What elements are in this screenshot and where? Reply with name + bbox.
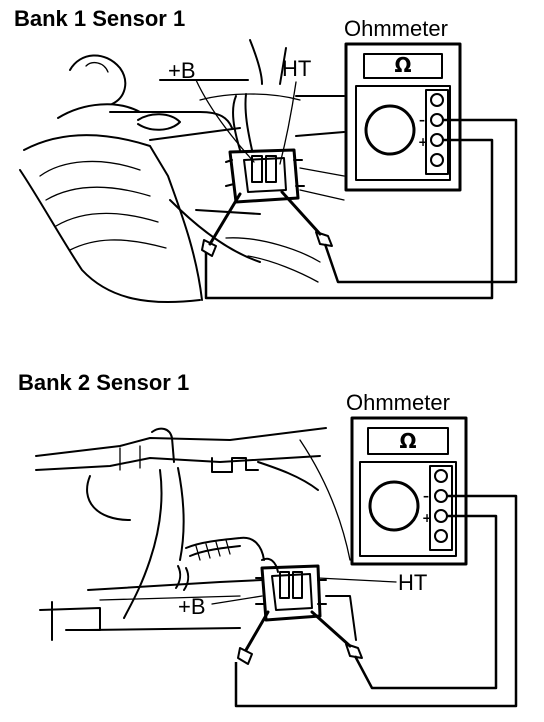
bank2-meter-body: [350, 416, 468, 566]
bank2-diagram: Bank 2 Sensor 1: [18, 370, 518, 708]
bank2-jack-minus: [434, 489, 448, 503]
bank2-jack-4: [434, 529, 448, 543]
bank2-b-plus-label: +B: [178, 594, 206, 619]
bank1-meter-dial: [364, 104, 416, 156]
bank1-jack-4: [430, 153, 444, 167]
bank1-meter-display-text: Ω: [394, 53, 411, 77]
bank2-probes: [237, 610, 363, 665]
bank2-jack-plus: [434, 509, 448, 523]
bank1-probes: [201, 190, 333, 257]
bank2-meter-display: [367, 427, 449, 455]
bank2-plus-sign: +: [422, 511, 432, 525]
bank1-leaders: [195, 79, 297, 165]
bank1-b-plus-label: +B: [168, 58, 196, 83]
bank1-ht-label: HT: [282, 56, 311, 81]
bank1-jack-minus: [430, 113, 444, 127]
bank1-diagram: Bank 1 Sensor 1: [14, 6, 518, 304]
bank1-minus-sign: –: [419, 113, 425, 127]
bank2-ohmmeter: Ohmmeter Ω – +: [346, 390, 468, 566]
bank2-minus-sign: –: [423, 489, 429, 503]
bank2-meter-title: Ohmmeter: [346, 390, 450, 415]
bank1-meter-title: Ohmmeter: [344, 16, 448, 41]
bank2-meter-dial: [368, 480, 420, 532]
bank1-jack-plus: [430, 133, 444, 147]
bank1-test-leads: [204, 118, 518, 300]
bank2-meter-display-text: Ω: [399, 429, 416, 453]
bank2-jack-1: [434, 469, 448, 483]
bank1-sensor-connector: [225, 93, 305, 204]
bank1-ohmmeter: Ohmmeter Ω – +: [344, 16, 462, 192]
bank1-meter-display: [363, 53, 443, 79]
bank1-meter-body: [344, 42, 462, 192]
bank2-test-leads: [234, 494, 518, 708]
bank2-title: Bank 2 Sensor 1: [18, 370, 189, 395]
bank2-engine-illustration: [35, 427, 357, 641]
bank1-plus-sign: +: [418, 135, 428, 149]
bank1-jack-1: [430, 93, 444, 107]
bank2-sensor-connector: [255, 557, 327, 622]
bank2-leaders: [211, 577, 397, 605]
bank2-ht-label: HT: [398, 570, 427, 595]
bank1-engine-illustration: [19, 39, 345, 304]
bank1-title: Bank 1 Sensor 1: [14, 6, 185, 31]
